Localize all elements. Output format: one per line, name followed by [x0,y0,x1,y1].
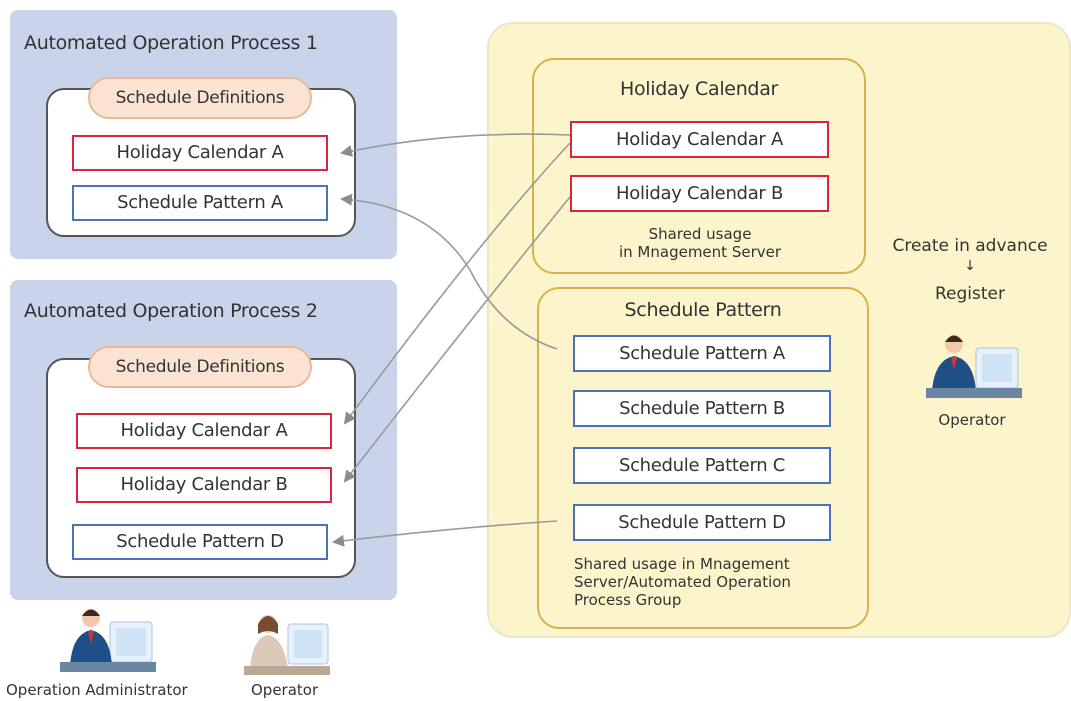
process-2-panel: Automated Operation Process 2 Schedule D… [10,280,397,600]
create-in-advance-label: Create in advance [892,236,1048,256]
process-1-definitions-label: Schedule Definitions [88,77,312,119]
schedule-pattern-a[interactable]: Schedule Pattern A [573,335,831,372]
process-2-title: Automated Operation Process 2 [24,300,318,322]
schedule-pattern-d[interactable]: Schedule Pattern D [573,504,831,541]
process-1-schedule-pattern-a[interactable]: Schedule Pattern A [72,185,328,221]
holiday-calendar-b[interactable]: Holiday Calendar B [570,175,829,212]
schedule-pattern-b[interactable]: Schedule Pattern B [573,390,831,427]
operator-right-icon [924,330,1024,402]
holiday-note-line-1: Shared usage [648,225,752,243]
holiday-calendar-a[interactable]: Holiday Calendar A [570,121,829,158]
pattern-note-line-3: Process Group [574,591,682,609]
pattern-note-line-2: Server/Automated Operation [574,573,791,591]
arrow-holiday-a-to-process-2 [343,142,571,425]
process-1-holiday-calendar-a[interactable]: Holiday Calendar A [72,135,328,171]
arrow-holiday-a-to-process-1 [340,133,571,157]
holiday-calendar-group [532,58,866,274]
operator-right-label: Operator [938,411,1006,429]
operation-administrator-icon [58,604,158,676]
process-2-holiday-calendar-b[interactable]: Holiday Calendar B [76,467,332,503]
holiday-calendar-note: Shared usage in Mnagement Server [580,225,820,261]
process-1-panel: Automated Operation Process 1 Schedule D… [10,10,397,259]
process-2-holiday-calendar-a[interactable]: Holiday Calendar A [76,413,332,449]
operator-bottom-label: Operator [251,681,319,699]
arrow-pattern-a-to-process-1 [340,193,558,350]
arrow-holiday-b-to-process-2 [343,196,571,483]
pattern-note-line-1: Shared usage in Mnagement [574,555,790,573]
process-2-schedule-pattern-d[interactable]: Schedule Pattern D [72,524,328,560]
process-1-title: Automated Operation Process 1 [24,32,318,54]
holiday-calendar-group-title: Holiday Calendar [619,78,779,100]
schedule-pattern-c[interactable]: Schedule Pattern C [573,447,831,484]
schedule-pattern-note: Shared usage in Mnagement Server/Automat… [574,555,859,609]
operator-female-icon [242,610,334,678]
operation-administrator-label: Operation Administrator [6,681,188,699]
schedule-pattern-group-title: Schedule Pattern [624,299,782,321]
process-2-definitions-label: Schedule Definitions [88,346,312,388]
holiday-note-line-2: in Mnagement Server [618,243,782,261]
down-arrow-icon: ↓ [964,258,976,274]
register-label: Register [935,284,1005,304]
arrow-pattern-d-to-process-2 [332,520,558,547]
